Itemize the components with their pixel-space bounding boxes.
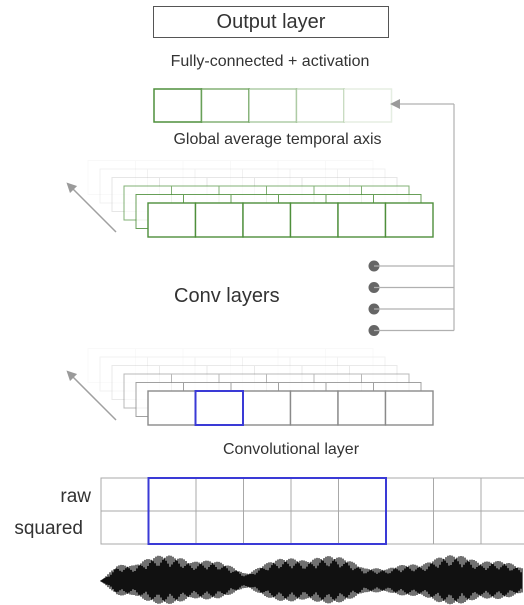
- layer-0: [147, 202, 434, 238]
- conv-layers-label: Conv layers: [174, 285, 280, 307]
- conv-layer-dots: [368, 260, 380, 336]
- skip-connection-lines: [66, 99, 455, 421]
- input-cell: [385, 510, 434, 545]
- stack-depth-arrow-top: [66, 182, 117, 233]
- input-cell: [290, 510, 339, 545]
- layer-cell: [242, 202, 292, 238]
- input-row-label-raw: raw: [60, 486, 91, 507]
- waveform-path: [100, 555, 523, 605]
- layer-0: [147, 390, 434, 426]
- input-cell: [100, 477, 149, 512]
- input-cell: [290, 477, 339, 512]
- input-cell: [148, 477, 197, 512]
- input-cell: [338, 477, 387, 512]
- input-row-label-squared: squared: [14, 518, 83, 539]
- layer-cell: [337, 202, 387, 238]
- feature-map-stack-top: [87, 160, 434, 238]
- output-layer-label: Output layer: [216, 10, 326, 33]
- layer-cell: [289, 202, 339, 238]
- layer-cell: [289, 390, 339, 426]
- layer-cell: [242, 390, 292, 426]
- input-cell: [433, 477, 482, 512]
- input-cell: [480, 510, 524, 545]
- input-cell: [243, 477, 292, 512]
- layer-cell: [147, 390, 197, 426]
- input-cell: [338, 510, 387, 545]
- fc-unit-3: [248, 88, 298, 123]
- layer-cell: [147, 202, 197, 238]
- input-cell: [385, 477, 434, 512]
- layer-cell: [384, 390, 434, 426]
- layer-cell: [194, 390, 244, 426]
- layer-cell: [337, 390, 387, 426]
- fc-unit-1: [153, 88, 203, 123]
- output-layer-box: Output layer: [153, 6, 389, 38]
- input-cell: [243, 510, 292, 545]
- layer-cell: [384, 202, 434, 238]
- input-cell: [100, 510, 149, 545]
- fc-unit-2: [200, 88, 250, 123]
- input-cell: [195, 477, 244, 512]
- global-average-label: Global average temporal axis: [173, 131, 382, 148]
- layer-cell: [194, 202, 244, 238]
- input-cell: [433, 510, 482, 545]
- stack-depth-arrow-bottom: [66, 370, 117, 421]
- receptive-field-highlight: [147, 477, 387, 545]
- input-cell: [480, 477, 524, 512]
- input-spectrogram-grid: [100, 477, 524, 545]
- fc-unit-5: [343, 88, 393, 123]
- fc-unit-4: [295, 88, 345, 123]
- input-cell: [195, 510, 244, 545]
- kernel-highlight: [194, 390, 244, 426]
- convolutional-layer-label: Convolutional layer: [222, 441, 360, 458]
- audio-waveform: [100, 555, 523, 605]
- feature-map-stack-bottom: [87, 348, 434, 426]
- input-cell: [148, 510, 197, 545]
- fully-connected-units: [153, 88, 393, 123]
- fully-connected-label: Fully-connected + activation: [170, 53, 370, 70]
